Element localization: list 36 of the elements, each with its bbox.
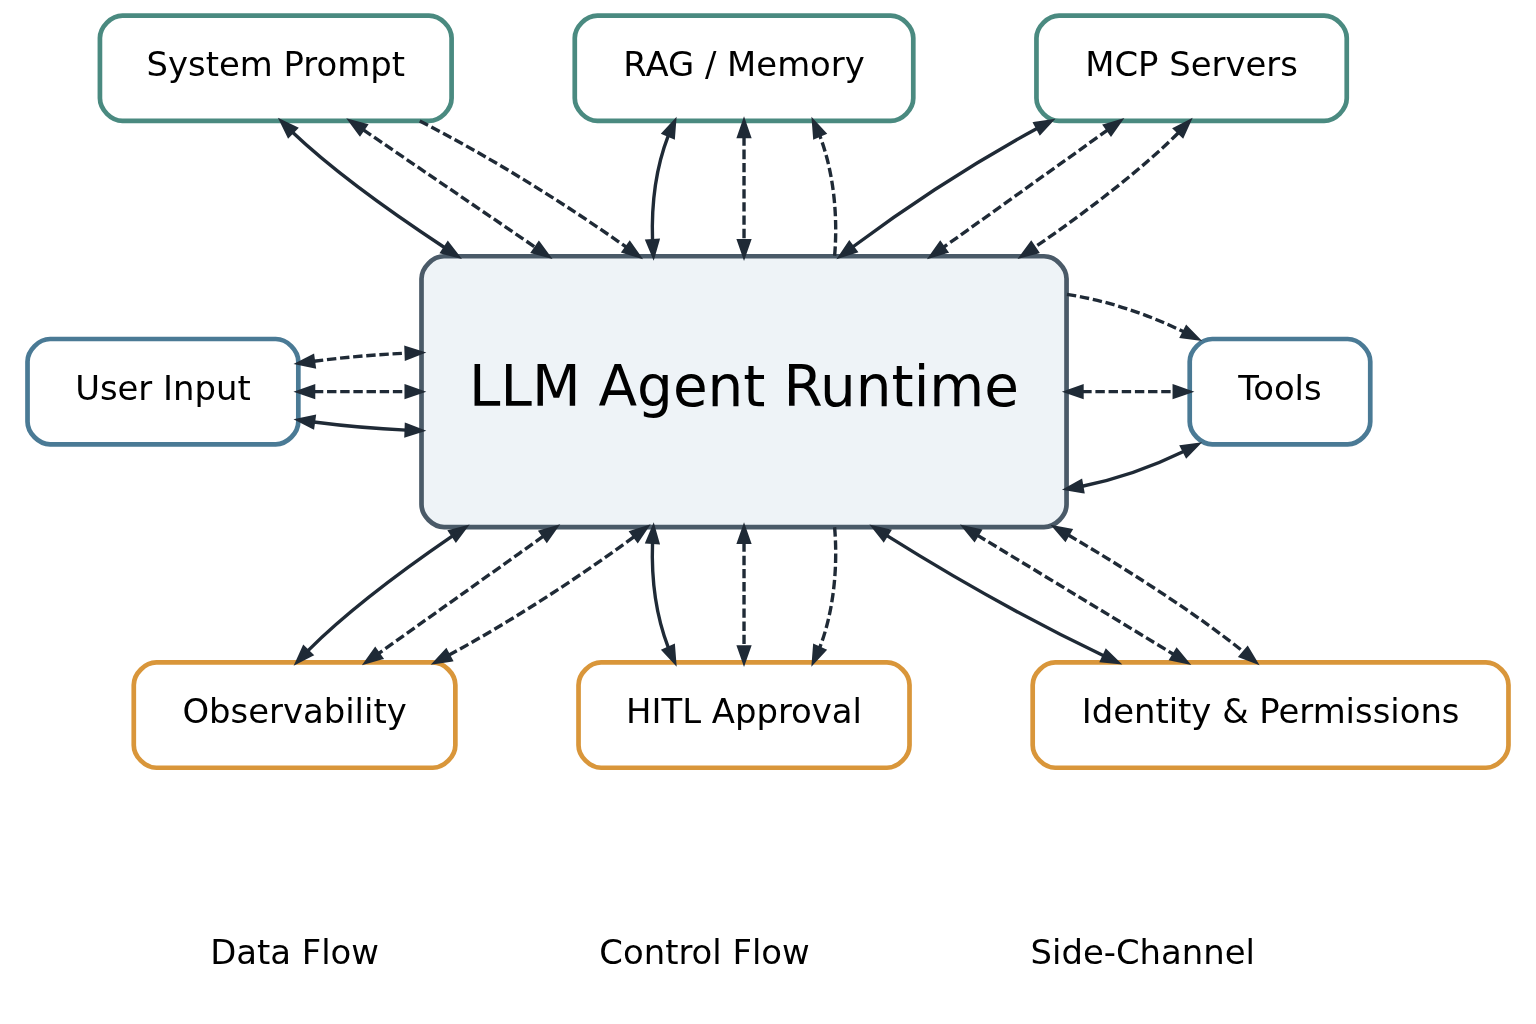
arrow <box>836 118 1056 260</box>
node-box: LLM Agent Runtime <box>419 253 1069 530</box>
arrow <box>293 414 427 438</box>
node-box: HITL Approval <box>576 660 912 771</box>
node-box: System Prompt <box>97 13 454 124</box>
arrow <box>644 522 677 667</box>
arrow <box>1061 384 1195 400</box>
node-box: Tools <box>1187 336 1373 447</box>
arrow <box>736 522 752 668</box>
arrow <box>277 117 462 259</box>
node-box: Identity & Permissions <box>1030 660 1511 771</box>
arrow <box>736 116 752 261</box>
arrow <box>293 524 470 666</box>
arrow <box>293 345 427 369</box>
arrow <box>419 119 644 260</box>
arrow <box>1050 524 1260 666</box>
arrow <box>346 118 553 260</box>
arrow <box>1061 442 1203 494</box>
arrow <box>644 116 677 261</box>
legend-label: Control Flow <box>599 933 810 973</box>
node-box: Observability <box>131 660 458 771</box>
arrow <box>293 384 427 400</box>
legend-label: Side-Channel <box>1030 933 1255 973</box>
arrow <box>1017 117 1193 259</box>
node-box: MCP Servers <box>1034 13 1350 124</box>
arrow <box>811 527 838 667</box>
legend-label: Data Flow <box>210 933 379 973</box>
arrow <box>361 524 561 666</box>
arrow <box>430 524 651 665</box>
arrow <box>959 524 1192 666</box>
arrow <box>926 118 1125 260</box>
arrow <box>811 116 838 256</box>
arrow <box>869 524 1123 665</box>
arrow <box>1066 292 1203 342</box>
node-box: User Input <box>25 336 301 447</box>
node-box: RAG / Memory <box>572 13 916 124</box>
